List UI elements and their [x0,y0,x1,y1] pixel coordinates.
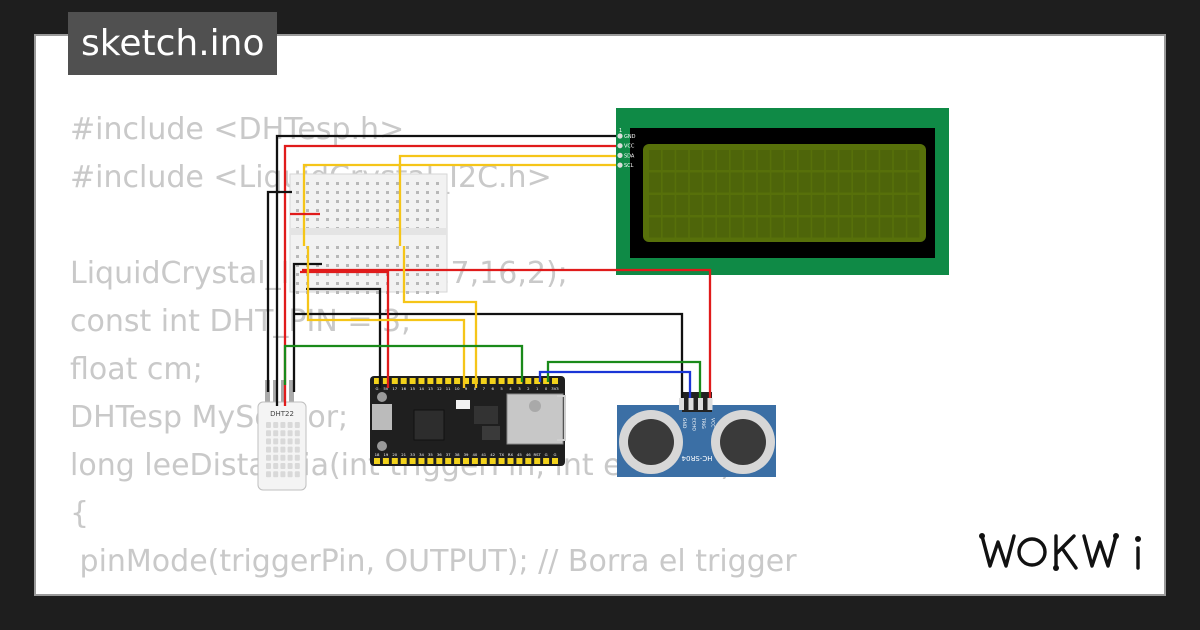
esp32-pin-label: 42 [490,452,495,457]
esp32-pin-label: 45 [517,452,522,457]
hc-sr04-pin-label: VCC [710,418,716,427]
esp32-pin-label: 3 [518,386,521,391]
esp32-pin-label: 0 [545,386,548,391]
code-line: { [70,496,90,531]
esp32-pin-label: 19 [383,452,388,457]
esp32-pin-label: 35 [428,452,433,457]
esp32-pin-label: 33 [410,452,415,457]
esp32-pin-label: 8 [474,386,477,391]
lcd-pin-label: GND [624,134,636,140]
code-line: float cm; [70,352,203,387]
esp32-pin-label: 40 [472,452,477,457]
esp32-pin-label: 13 [428,386,433,391]
esp32-pin-label: 34 [419,452,424,457]
esp32-pin-label: TX [498,452,504,457]
esp32-pin-label: 4 [509,386,512,391]
lcd-pin-label: VCC [624,144,635,150]
wires [266,134,712,406]
hc-sr04-label: HC-SR04 [681,454,712,462]
hc-sr04-pin-label: ECHO [691,418,697,431]
esp32-pin-label: 1 [536,386,539,391]
esp32-pin-label: 36 [437,452,442,457]
esp32-pin-label: 20 [392,452,397,457]
lcd-pin-label: SDA [624,153,635,159]
esp32-pin-label: G [376,386,379,391]
esp32-pin-label: G [554,452,557,457]
esp32-pin-label: 18 [375,452,380,457]
esp32-pin-label: 41 [481,452,486,457]
lcd-pin-label: SCL [624,163,634,169]
esp32-pin-label: 38 [455,452,460,457]
esp32-pin-label: 5 [500,386,503,391]
esp32-pin-label: 37 [446,452,451,457]
esp32-pin-label: 7 [483,386,486,391]
esp32-pin-label: 16 [401,386,406,391]
esp32-pin-label: RX [508,452,514,457]
dht22-label: DHT22 [270,410,294,418]
esp32-pin-label: 15 [410,386,415,391]
breadboard [289,173,448,294]
dht22-sensor: DHT22 [257,380,307,491]
lcd-pin-one-marker: 1 [619,128,622,134]
code-line: DHTesp MySensor; [70,400,349,435]
esp32-pin-label: 5V [383,386,388,391]
code-line: digitalWrite(triggerPin, LOW); [70,586,797,594]
esp32-pin-label: 17 [392,386,397,391]
esp32-pin-label: 14 [419,386,424,391]
esp32-pin-label: 2 [527,386,530,391]
esp32-pin-label: 10 [455,386,460,391]
esp32-pin-label: 6 [491,386,494,391]
esp32-pin-label: 46 [526,452,531,457]
hc-sr04-pin-label: TRIG [700,417,706,429]
hc-sr04-pin-label: GND [681,418,687,429]
code-line: pinMode(triggerPin, OUTPUT); // Borra el… [70,544,797,579]
esp32-pin-label: G [545,452,548,457]
esp32-pin-label: 11 [446,386,451,391]
code-line: #include <DHTesp.h> [70,112,405,147]
esp32-pin-label: 12 [437,386,442,391]
esp32-pin-label: RST [534,452,542,457]
esp32-pin-label: 39 [464,452,469,457]
wokwi-logo [979,533,1141,571]
project-card: #include <DHTesp.h>#include <LiquidCryst… [34,34,1166,596]
esp32-pin-label: 21 [401,452,406,457]
sketch-filename-tab: sketch.ino [68,12,278,75]
esp32-pin-label: 9 [465,386,468,391]
code-line: LiquidCrystal_I2C lcd(0x27,16,2); [70,256,568,291]
esp32-pin-label: 3V3 [551,386,559,391]
